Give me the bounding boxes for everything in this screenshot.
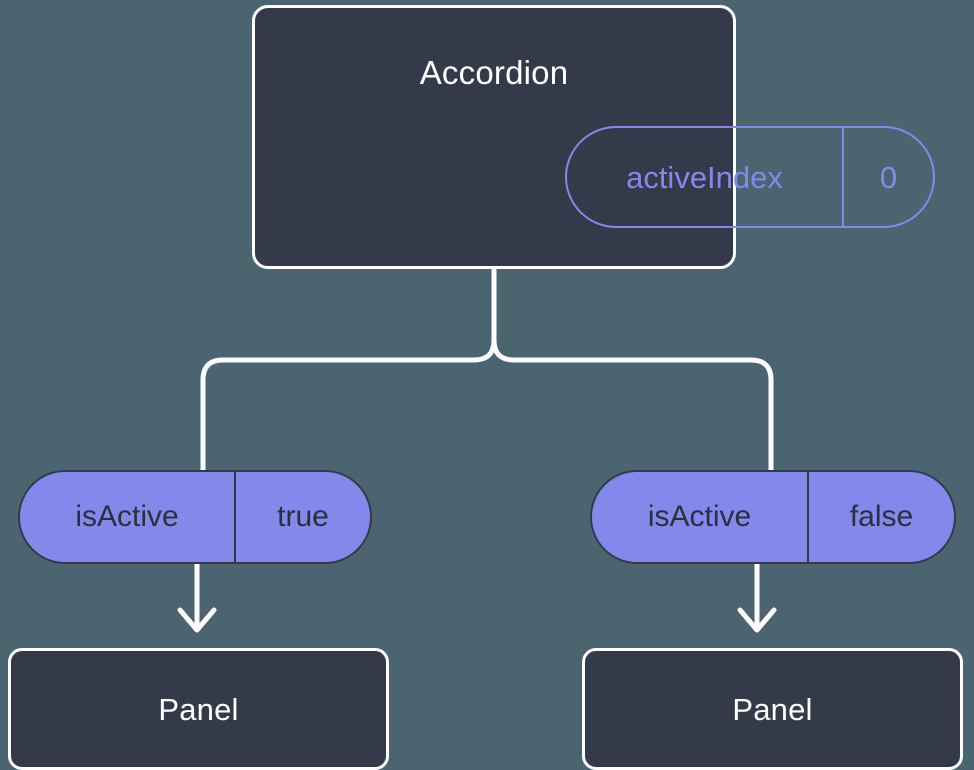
prop-badge-value: false [849,500,914,533]
accordion-title: Accordion [419,54,569,91]
connector-fork-right [491,266,774,473]
prop-badge-value: true [277,500,329,533]
prop-badge-key: isActive [20,472,236,562]
state-badge-activeindex[interactable]: activeIndex 0 [565,126,935,228]
panel-title: Panel [732,691,813,727]
state-badge-value: 0 [879,159,898,195]
panel-title: Panel [158,691,239,727]
prop-badge-isactive-false[interactable]: isActive false [590,470,956,564]
prop-badge-key: isActive [592,472,809,562]
arrow-head-right [737,607,777,633]
component-node-panel-left[interactable]: Panel [8,648,389,770]
component-node-panel-right[interactable]: Panel [582,648,963,770]
component-node-accordion[interactable]: Accordion activeIndex 0 [252,5,935,269]
arrow-head-left [177,607,217,633]
state-badge-key: activeIndex [567,128,844,226]
connector-fork [200,266,497,473]
prop-badge-isactive-true[interactable]: isActive true [18,470,372,564]
